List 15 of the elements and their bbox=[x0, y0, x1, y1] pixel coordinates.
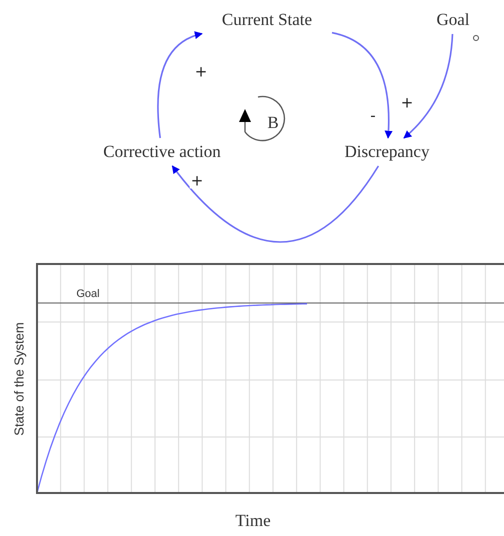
loop-label: B bbox=[267, 113, 279, 133]
arrow bbox=[172, 165, 380, 243]
variable-label: Discrepancy bbox=[328, 141, 446, 163]
polarity-sign: + bbox=[190, 174, 204, 188]
arrow bbox=[332, 32, 392, 139]
variable-label: Current State bbox=[205, 9, 329, 31]
polarity-sign: + bbox=[194, 64, 208, 80]
polarity-sign: + bbox=[400, 96, 414, 110]
arrow bbox=[157, 32, 203, 138]
axis-title: Time bbox=[235, 511, 271, 531]
axis-title: State of the System bbox=[12, 322, 26, 436]
variable-label: Corrective action bbox=[82, 141, 242, 163]
variable-label: Goal bbox=[433, 9, 473, 31]
arrow bbox=[403, 34, 454, 139]
goal-line-label: Goal bbox=[76, 288, 100, 300]
